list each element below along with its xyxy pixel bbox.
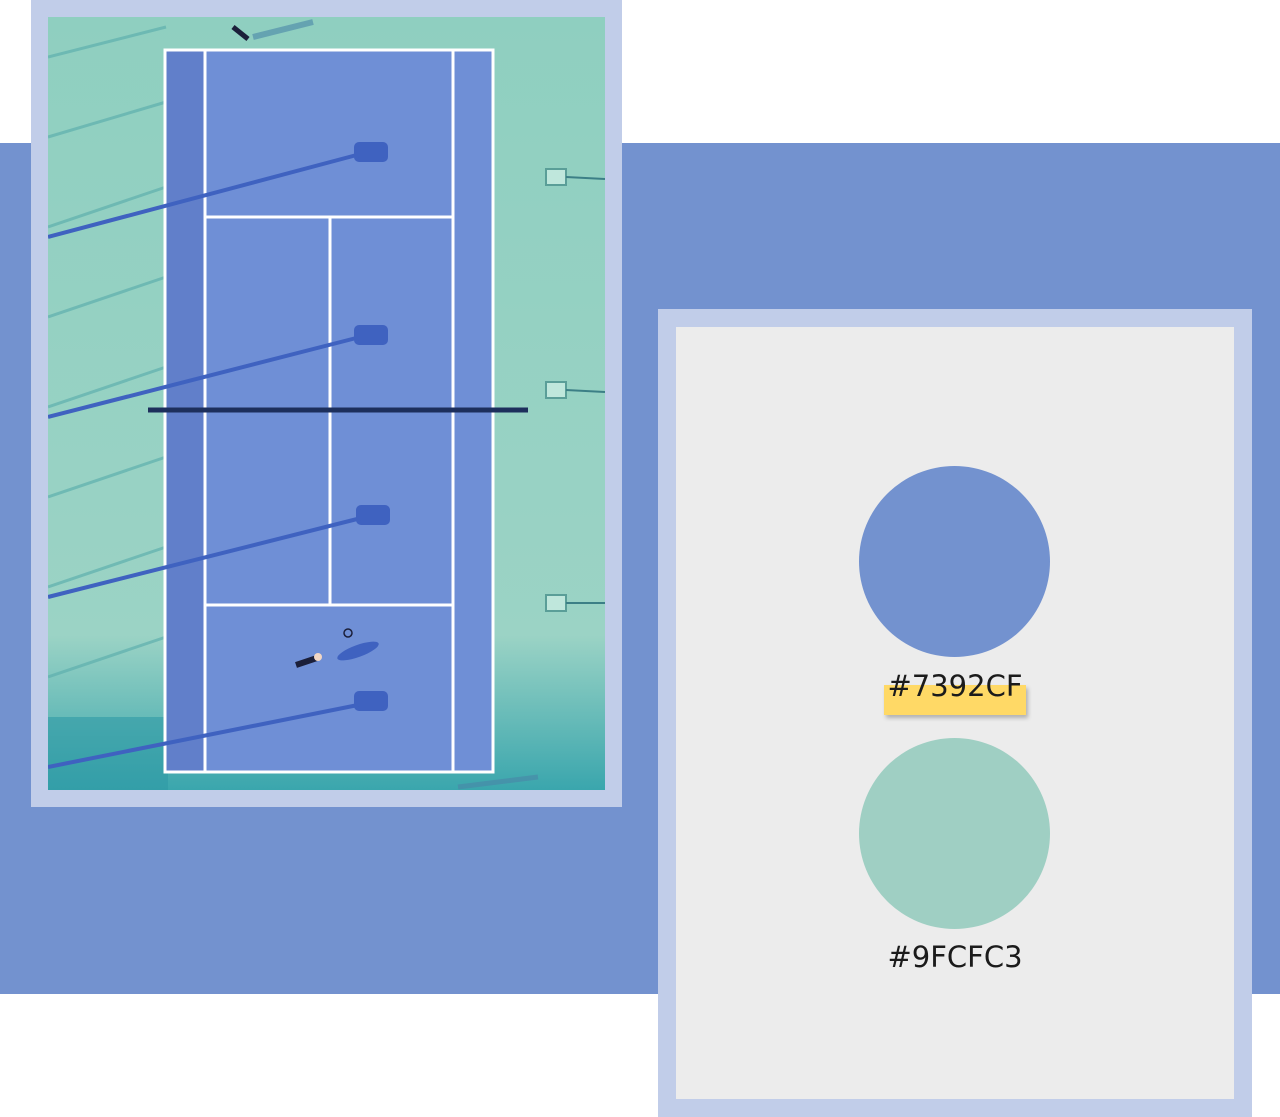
photo-frame: [31, 0, 622, 807]
tennis-court-photo: [48, 17, 605, 790]
palette-card: #7392CF #9FCFC3: [676, 327, 1234, 1099]
swatch-label-blue: #7392CF: [887, 669, 1023, 703]
color-swatch-green: [859, 738, 1050, 929]
color-swatch-blue: [859, 466, 1050, 657]
swatch-label-green: #9FCFC3: [887, 940, 1023, 974]
label-highlight: [884, 685, 1026, 715]
palette-frame: #7392CF #9FCFC3: [658, 309, 1252, 1117]
tennis-court-illustration: [48, 17, 605, 790]
